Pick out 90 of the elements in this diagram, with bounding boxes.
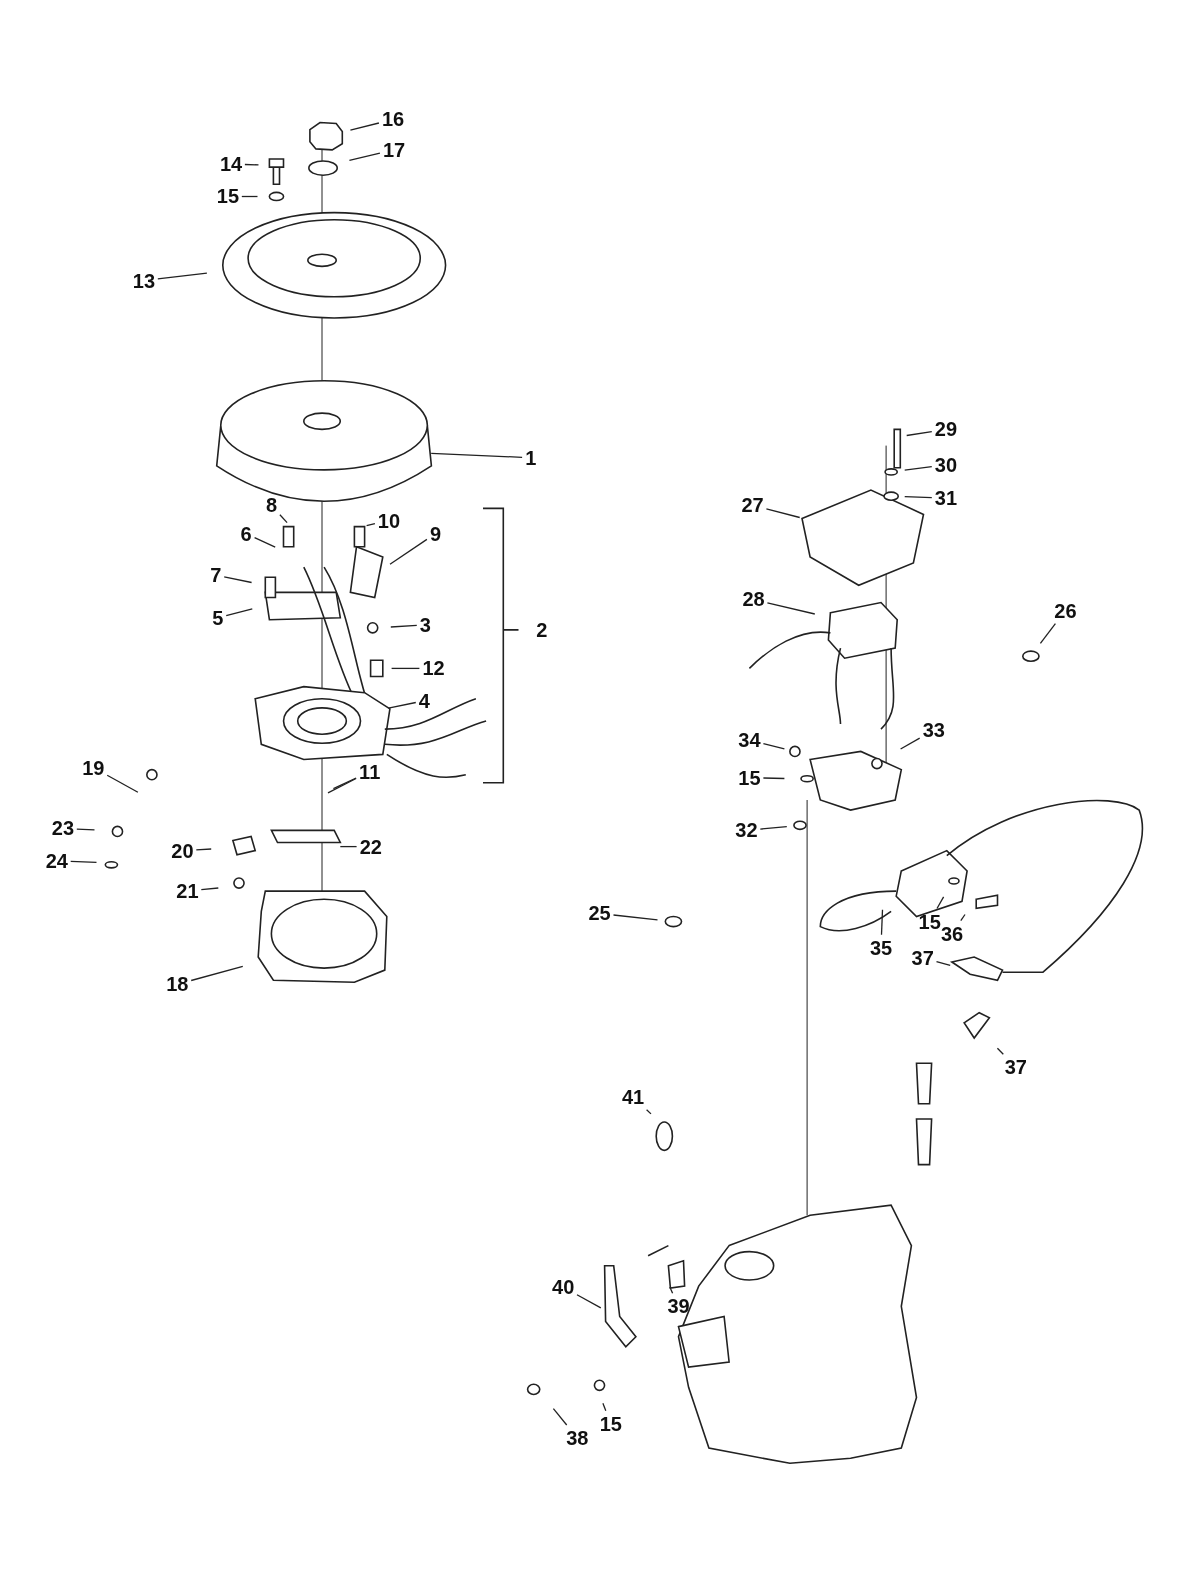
callout-number: 13 [132, 269, 156, 292]
callout-number: 17 [382, 138, 406, 161]
leader-line [327, 777, 357, 794]
callout-number: 26 [1054, 599, 1077, 622]
leader-line [880, 909, 884, 936]
leader-line [157, 272, 208, 280]
leader-line [762, 743, 786, 750]
leader-line [766, 602, 816, 615]
leader-line [244, 163, 260, 166]
callout-number: 35 [870, 936, 893, 959]
callout-number: 37 [1004, 1056, 1027, 1079]
callout-number: 34 [738, 729, 761, 752]
callout-number: 10 [377, 509, 401, 532]
leader-line [669, 1286, 674, 1294]
leader-line [904, 496, 933, 499]
leader-line [223, 576, 253, 584]
leader-line [390, 667, 421, 670]
leader-line [602, 1402, 607, 1412]
callout-number: 16 [381, 108, 405, 131]
callout-number: 12 [422, 657, 445, 680]
leader-line [759, 825, 788, 830]
callout-number: 3 [419, 613, 431, 636]
leader-line [365, 523, 376, 527]
callout-number: 15 [216, 185, 240, 208]
callout-number: 14 [219, 153, 243, 176]
leader-line [906, 430, 933, 437]
callout-number: 33 [922, 719, 945, 742]
leader-line [960, 913, 966, 922]
leader-line [76, 828, 96, 831]
callout-number: 15 [738, 766, 761, 789]
callout-number: 15 [918, 910, 941, 933]
callout-number: 28 [742, 588, 765, 611]
leader-line [645, 1109, 652, 1115]
callout-number: 11 [359, 760, 381, 783]
callout-number: 30 [934, 453, 958, 476]
leader-line [430, 452, 523, 458]
leader-line [70, 860, 98, 863]
leader-line [576, 1294, 602, 1309]
leader-line [279, 514, 288, 524]
callout-number: 36 [940, 922, 964, 945]
callout-number: 32 [735, 819, 758, 842]
leader-line [225, 608, 253, 617]
callout-number: 24 [45, 849, 68, 872]
leader-line [935, 961, 951, 966]
leader-line [241, 195, 259, 198]
callout-number: 21 [176, 880, 199, 903]
callout-number: 18 [166, 973, 189, 996]
leader-line [390, 624, 418, 628]
callout-number: 27 [741, 494, 764, 517]
leader-line [389, 538, 428, 565]
leader-line [1039, 622, 1057, 644]
leader-line [253, 536, 276, 548]
callout-number: 5 [212, 606, 224, 629]
callout-number: 19 [82, 756, 105, 779]
callout-number: 7 [210, 564, 222, 587]
leader-line [899, 737, 921, 750]
leader-line [552, 1408, 568, 1426]
leader-line [936, 896, 945, 910]
callout-number: 23 [51, 817, 75, 840]
leader-line [904, 465, 933, 471]
callout-number: 25 [588, 902, 611, 925]
leader-line [387, 701, 417, 709]
callout-number: 8 [265, 494, 277, 517]
leader-line [332, 777, 357, 790]
callout-number: 29 [934, 418, 958, 441]
callout-number: 9 [429, 522, 442, 545]
leader-line [195, 848, 212, 851]
callout-number: 4 [418, 689, 430, 712]
callout-number: 41 [621, 1085, 645, 1108]
leader-line [200, 887, 219, 891]
leader-line [765, 508, 801, 519]
callout-number: 38 [566, 1426, 589, 1449]
leader-line [996, 1047, 1004, 1055]
leader-line [190, 965, 244, 982]
callout-number: 39 [667, 1295, 690, 1318]
leader-line [106, 774, 139, 793]
leader-line [349, 122, 380, 131]
callout-number: 6 [240, 522, 252, 545]
callout-number: 1 [525, 446, 537, 469]
leader-line [762, 777, 786, 780]
callout-number: 15 [599, 1412, 622, 1435]
leader-line [348, 152, 381, 162]
callout-number: 2 [536, 618, 548, 641]
callout-number: 31 [934, 487, 958, 510]
callout-number: 40 [552, 1276, 575, 1299]
callout-number: 20 [171, 839, 194, 862]
callout-number: 22 [359, 835, 382, 858]
leader-line [339, 845, 358, 848]
leader-line [612, 914, 659, 921]
callout-number: 37 [911, 946, 934, 969]
